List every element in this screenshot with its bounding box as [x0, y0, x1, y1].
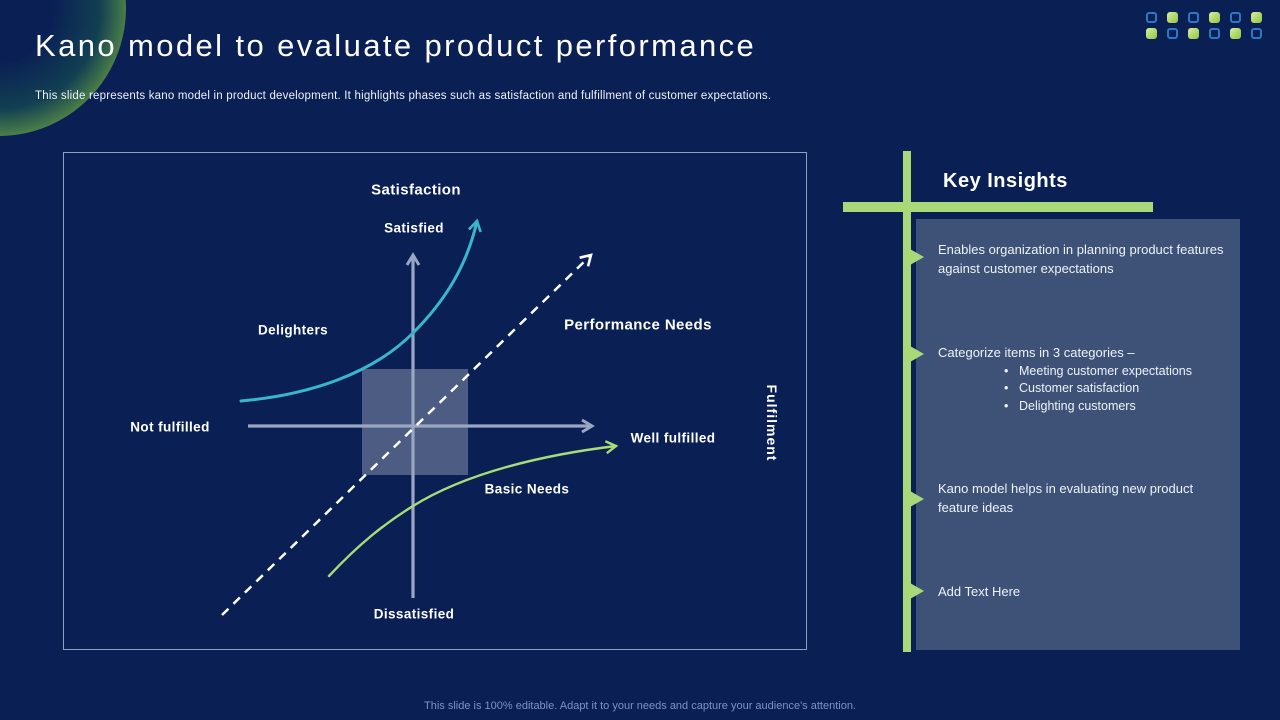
deco-square-outline [1251, 28, 1262, 39]
deco-square-outline [1230, 12, 1241, 23]
satisfied-label: Satisfied [384, 220, 444, 236]
sub-bullet-item: • Customer satisfaction [1004, 380, 1226, 398]
page-subtitle: This slide represents kano model in prod… [35, 90, 772, 102]
insight-item-1: Enables organization in planning product… [938, 242, 1224, 276]
bullet-dot-icon: • [1004, 381, 1009, 395]
decorative-squares [1146, 12, 1262, 44]
bullet-dot-icon: • [1004, 398, 1009, 413]
sub-bullet-text: Customer satisfaction [1019, 381, 1140, 395]
basic-needs-curve [327, 440, 619, 578]
deco-square-outline [1167, 28, 1178, 39]
not-fulfilled-label: Not fulfilled [130, 419, 210, 435]
delighters-curve [239, 218, 482, 403]
key-insights-vertical-bar [903, 151, 911, 652]
sub-bullet-item: • Delighting customers [1004, 398, 1226, 416]
deco-square-outline [1146, 12, 1157, 23]
insight-item-4: Add Text Here [938, 584, 1021, 599]
insight-item-3: Kano model helps in evaluating new produ… [938, 481, 1194, 515]
key-insights-panel [916, 219, 1240, 650]
deco-square-outline [1188, 12, 1199, 23]
deco-square-filled [1167, 12, 1178, 23]
kano-diagram-canvas [221, 218, 619, 616]
fulfilment-label: Fulfilment [764, 384, 780, 462]
deco-square-filled [1146, 28, 1157, 39]
sub-bullet-text: Delighting customers [1019, 398, 1136, 413]
basic-needs-label: Basic Needs [484, 481, 570, 497]
deco-square-filled [1188, 28, 1199, 39]
bullet-arrow-icon [910, 583, 924, 599]
deco-square-filled [1230, 28, 1241, 39]
key-insights-horizontal-bar [843, 202, 1153, 212]
kano-diagram: Satisfaction Satisfied Delighters Perfor… [63, 152, 807, 650]
satisfaction-label: Satisfaction [371, 181, 461, 199]
bullet-arrow-icon [910, 249, 924, 265]
insight-item-2-sublist: • Meeting customer expectations • Customer… [938, 363, 1226, 416]
performance-needs-line [221, 253, 593, 616]
delighters-label: Delighters [257, 322, 329, 338]
dissatisfied-label: Dissatisfied [373, 606, 455, 622]
squares-row-2 [1146, 28, 1262, 39]
bullet-arrow-icon [910, 491, 924, 507]
well-fulfilled-label: Well fulfilled [630, 430, 716, 446]
insight-item-2: Categorize items in 3 categories – • Meet… [938, 344, 1226, 415]
squares-row-1 [1146, 12, 1262, 23]
sub-bullet-item: • Meeting customer expectations [1004, 363, 1226, 381]
sub-bullet-text: Meeting customer expectations [1019, 363, 1193, 378]
page-title: Kano model to evaluate product performan… [35, 28, 757, 63]
deco-square-filled [1251, 12, 1262, 23]
performance-needs-label: Performance Needs [564, 316, 712, 334]
deco-square-filled [1209, 12, 1220, 23]
footer-note: This slide is 100% editable. Adapt it to… [424, 700, 856, 712]
bullet-arrow-icon [910, 346, 924, 362]
center-highlight-square [362, 369, 468, 475]
bullet-dot-icon: • [1004, 363, 1009, 378]
key-insights-title: Key Insights [943, 170, 1068, 192]
deco-square-outline [1209, 28, 1220, 39]
insight-item-2-text: Categorize items in 3 categories – [938, 345, 1135, 360]
corner-gradient-decoration [0, 0, 126, 136]
